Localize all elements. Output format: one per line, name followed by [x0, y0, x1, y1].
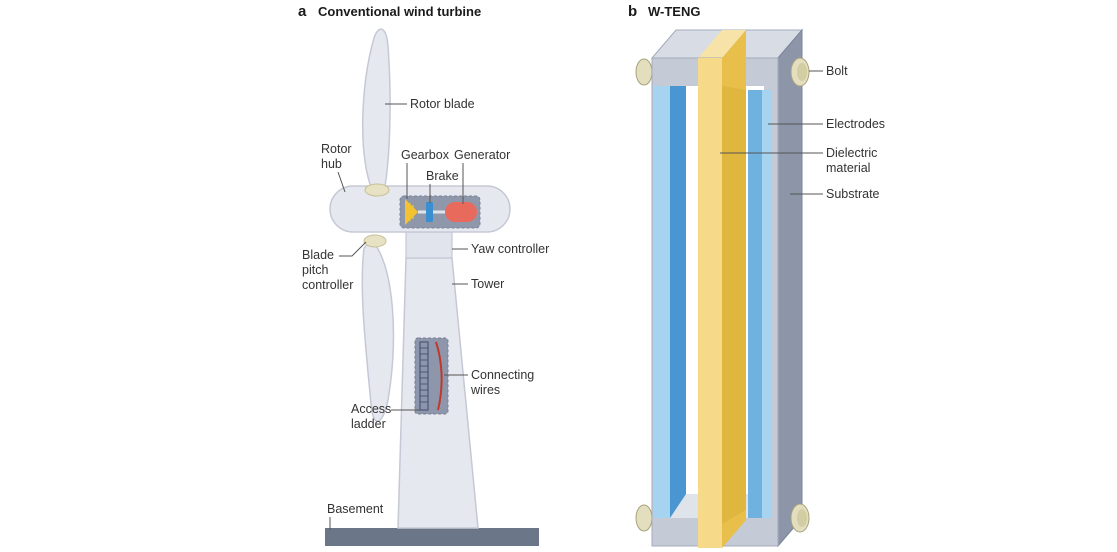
electrode-left-side [670, 86, 686, 518]
label-tower: Tower [471, 277, 504, 291]
label-dielectric-line1: Dielectric [826, 146, 877, 160]
rotor-blade-upper [361, 28, 391, 193]
bolt-bottom-left [635, 504, 653, 532]
panel-b-title: W-TENG [648, 4, 700, 19]
blade-pitch-controller [363, 234, 387, 248]
label-dielectric-line2: material [826, 161, 870, 175]
label-rotor-blade: Rotor blade [410, 97, 475, 111]
access-ladder [419, 341, 429, 411]
panel-a-title: Conventional wind turbine [318, 4, 481, 19]
yaw-controller [405, 231, 453, 259]
label-access-ladder-line1: Access [351, 402, 391, 416]
label-electrodes: Electrodes [826, 117, 885, 131]
panel-b: b W-TENG Bolt [628, 3, 885, 548]
brake [426, 202, 433, 222]
gearbox [405, 199, 418, 225]
electrode-left-face [654, 86, 670, 518]
panel-a-labels: Rotor blade Rotor hub Gearbox Generator … [302, 97, 549, 530]
tower-cutaway [414, 337, 449, 415]
label-connecting-wires-line2: wires [470, 383, 500, 397]
electrode-right-side [748, 90, 762, 518]
drivetrain [399, 195, 481, 229]
label-basement: Basement [327, 502, 384, 516]
rotor-blade-lower [361, 238, 395, 422]
rotor-hub-ring [364, 183, 390, 197]
label-rotor-hub-line2: hub [321, 157, 342, 171]
label-gearbox: Gearbox [401, 148, 450, 162]
label-rotor-hub-line1: Rotor [321, 142, 352, 156]
panel-b-letter: b [628, 3, 637, 20]
label-generator: Generator [454, 148, 510, 162]
bolt-top-left [635, 58, 653, 86]
label-yaw-controller: Yaw controller [471, 242, 549, 256]
label-bolt: Bolt [826, 64, 848, 78]
frame-side-face [777, 28, 803, 548]
label-brake: Brake [426, 169, 459, 183]
label-substrate: Substrate [826, 187, 880, 201]
label-blade-pitch-line1: Blade [302, 248, 334, 262]
dielectric-top-face [698, 30, 746, 58]
electrode-right-face [762, 90, 772, 518]
connecting-wires [435, 341, 443, 411]
panel-b-labels: Bolt Electrodes Dielectric material Subs… [720, 64, 885, 201]
label-blade-pitch-line3: controller [302, 278, 353, 292]
label-connecting-wires-line1: Connecting [471, 368, 534, 382]
label-blade-pitch-line2: pitch [302, 263, 328, 277]
panel-a: a Conventional wind turbine [298, 3, 549, 546]
generator [445, 202, 477, 222]
dielectric-front [698, 58, 722, 548]
basement-slab [325, 528, 539, 546]
label-access-ladder-line2: ladder [351, 417, 386, 431]
panel-a-letter: a [298, 3, 307, 20]
